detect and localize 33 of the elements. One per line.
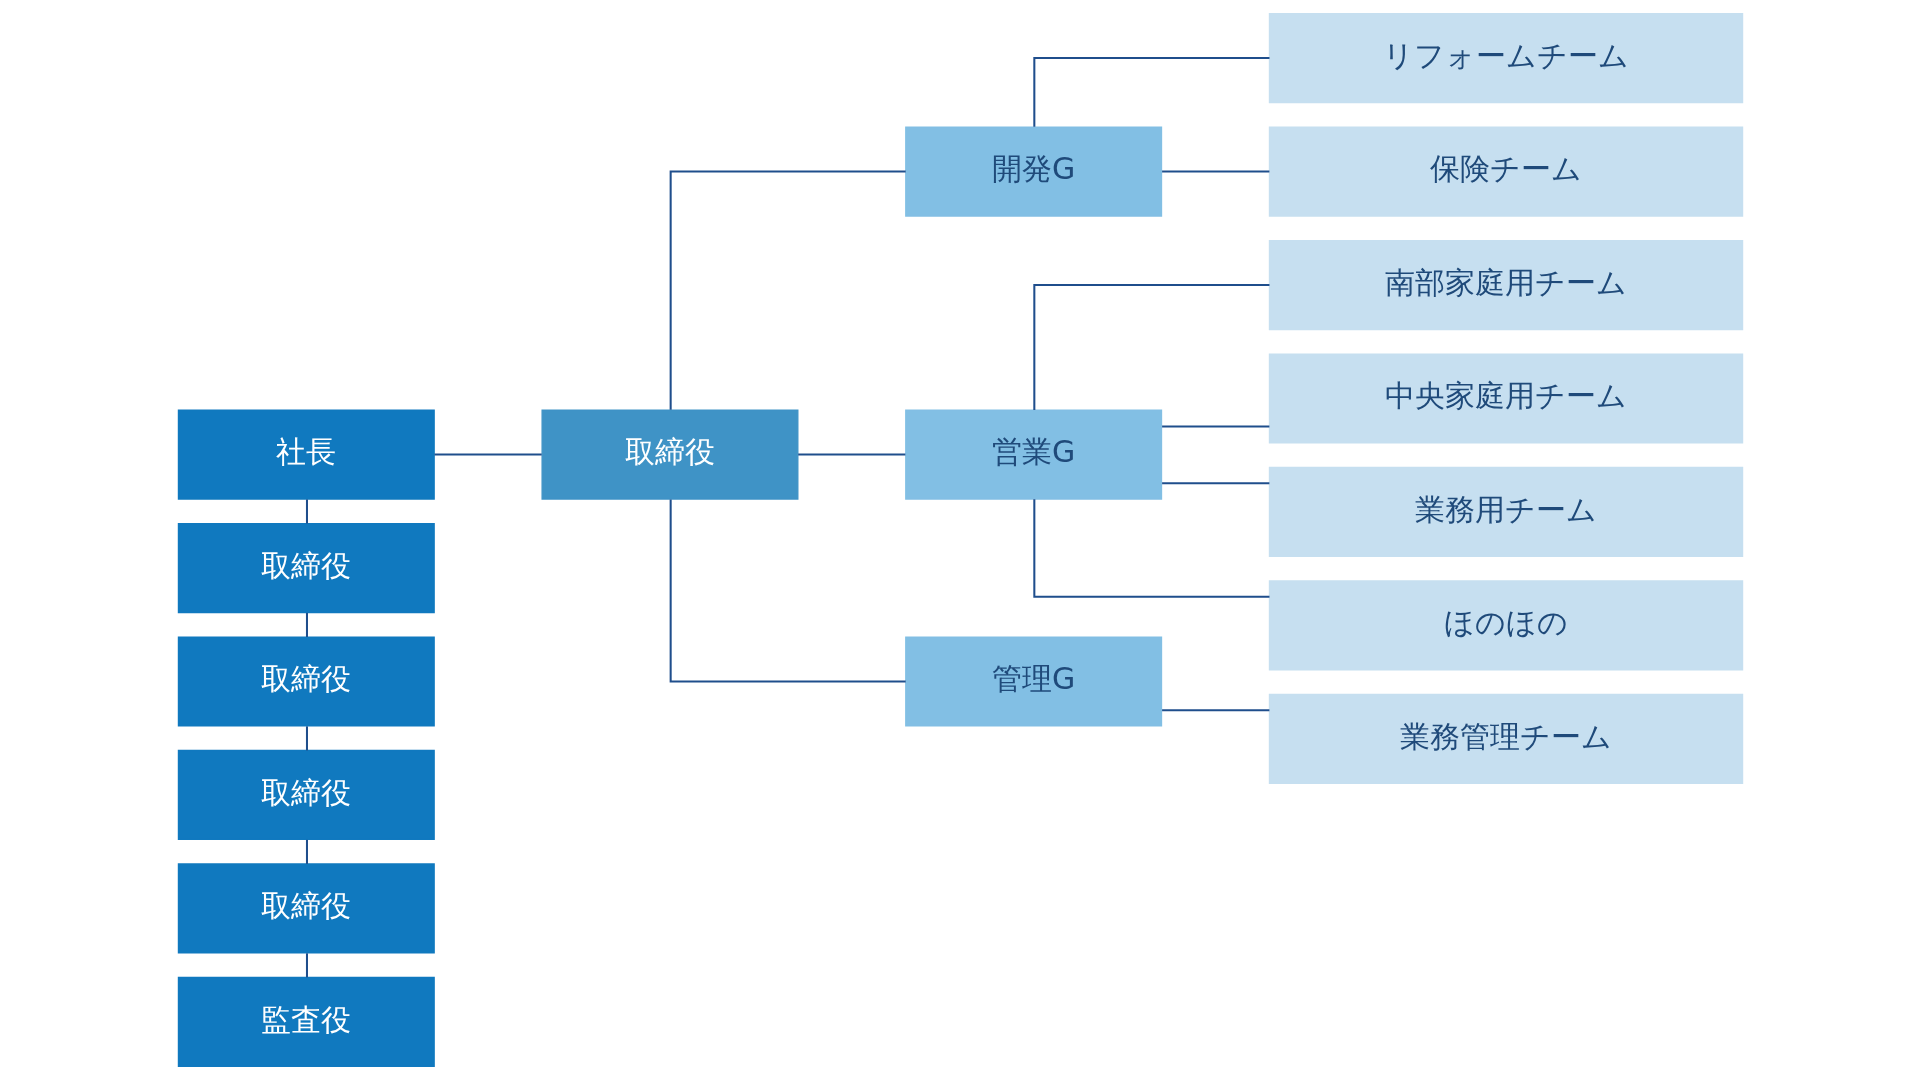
node-box: 社長 (177, 409, 435, 500)
node-box: 取締役 (540, 409, 798, 500)
connector (305, 499, 308, 524)
node-box: 中央家庭用チーム (1268, 353, 1743, 444)
node-box: 南部家庭用チーム (1268, 239, 1743, 331)
connector (1161, 170, 1269, 173)
connector (434, 453, 542, 456)
connector (1032, 284, 1269, 410)
node-box: 取締役 (177, 863, 435, 954)
connector (305, 726, 308, 751)
connector (1161, 482, 1269, 485)
node-box: 開発G (904, 126, 1162, 217)
node-box: 業務管理チーム (1268, 693, 1743, 785)
connector (1161, 425, 1269, 428)
node-box: 監査役 (177, 976, 435, 1068)
connector (1032, 57, 1269, 127)
node-box: 取締役 (177, 749, 435, 841)
connector (305, 953, 308, 978)
node-box: ほのほの (1268, 580, 1743, 671)
connector (305, 839, 308, 864)
connector (797, 453, 905, 456)
node-box: リフォームチーム (1268, 12, 1743, 104)
node-box: 保険チーム (1268, 126, 1743, 217)
connector (1161, 709, 1269, 712)
connector (669, 499, 906, 683)
connector (1032, 499, 1269, 598)
node-box: 業務用チーム (1268, 466, 1743, 558)
node-box: 営業G (904, 409, 1162, 500)
node-box: 取締役 (177, 636, 435, 727)
node-box: 管理G (904, 636, 1162, 727)
node-box: 取締役 (177, 522, 435, 614)
connector (669, 170, 906, 410)
connector (305, 612, 308, 637)
